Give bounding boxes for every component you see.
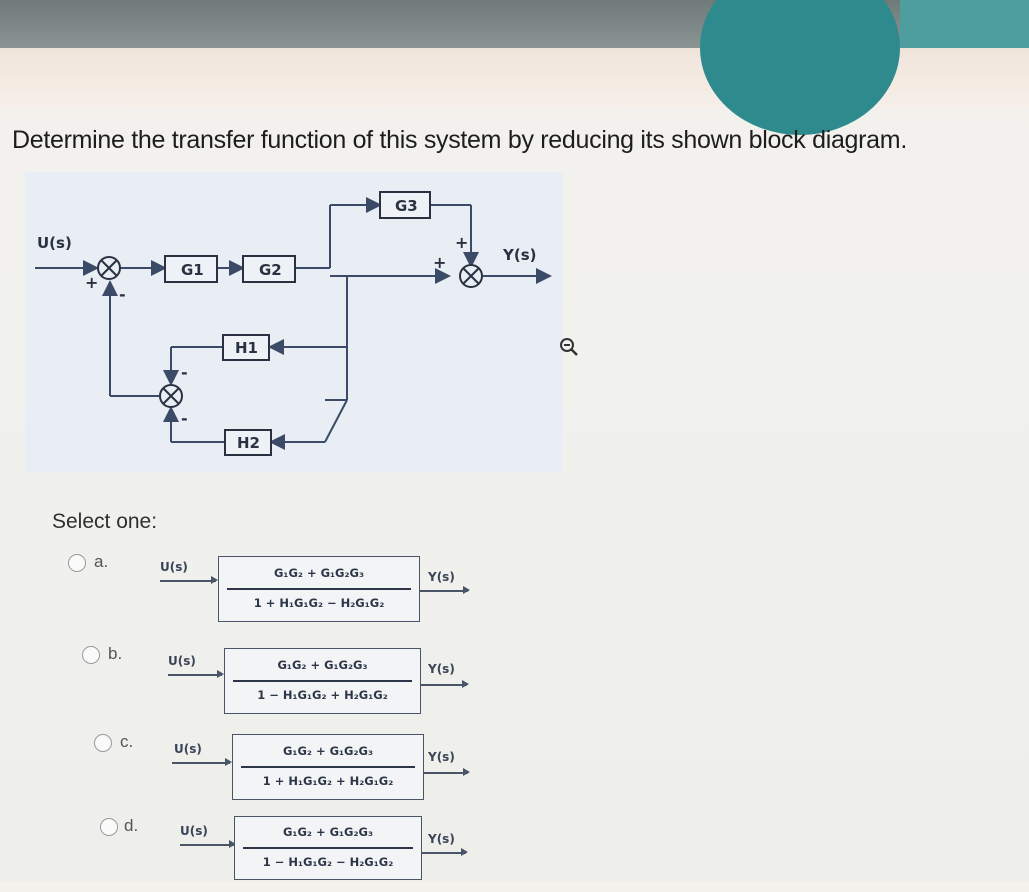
tf-numerator: G₁G₂ + G₁G₂G₃ bbox=[273, 566, 365, 580]
radio-b[interactable] bbox=[82, 646, 100, 664]
tf-numerator: G₁G₂ + G₁G₂G₃ bbox=[282, 825, 374, 839]
input-label: U(s) bbox=[37, 234, 72, 252]
fraction-bar bbox=[227, 588, 411, 590]
tf-input-label: U(s) bbox=[160, 560, 188, 574]
tf-numerator: G₁G₂ + G₁G₂G₃ bbox=[282, 744, 374, 758]
block-g1 bbox=[164, 255, 218, 283]
summing-junction-1 bbox=[97, 256, 121, 280]
transfer-function-box: G₁G₂ + G₁G₂G₃ 1 + H₁G₁G₂ − H₂G₁G₂ bbox=[218, 556, 420, 622]
sign-plus-1: + bbox=[85, 273, 98, 292]
tf-input-label: U(s) bbox=[168, 654, 196, 668]
tf-denominator: 1 + H₁G₁G₂ − H₂G₁G₂ bbox=[253, 596, 385, 610]
output-arrow bbox=[421, 681, 469, 687]
input-arrow bbox=[172, 759, 232, 765]
input-arrow bbox=[160, 577, 218, 583]
tf-output-label: Y(s) bbox=[428, 750, 455, 764]
g3-label: G3 bbox=[395, 197, 418, 215]
question-text: Determine the transfer function of this … bbox=[12, 126, 907, 154]
tf-numerator: G₁G₂ + G₁G₂G₃ bbox=[277, 658, 368, 672]
tf-denominator: 1 + H₁G₁G₂ + H₂G₁G₂ bbox=[262, 774, 394, 788]
tf-output-label: Y(s) bbox=[428, 662, 455, 676]
block-diagram: U(s) Y(s) G1 G2 G3 H1 H2 + - + + - - bbox=[25, 172, 563, 472]
option-d[interactable]: d. U(s) G₁G₂ + G₁G₂G₃ 1 − H₁G₁G₂ − H₂G₁G… bbox=[100, 812, 600, 892]
block-g3 bbox=[379, 191, 431, 219]
h1-label: H1 bbox=[235, 339, 258, 357]
option-letter: d. bbox=[124, 816, 139, 835]
option-c[interactable]: c. U(s) G₁G₂ + G₁G₂G₃ 1 + H₁G₁G₂ + H₂G₁G… bbox=[94, 728, 594, 808]
background-circle bbox=[700, 0, 900, 135]
radio-a[interactable] bbox=[68, 554, 86, 572]
g2-label: G2 bbox=[259, 261, 282, 279]
fraction-bar bbox=[241, 766, 415, 768]
block-g2 bbox=[242, 255, 296, 283]
fraction-bar bbox=[233, 680, 412, 682]
background-decoration bbox=[900, 0, 1029, 55]
h2-label: H2 bbox=[237, 434, 260, 452]
tf-input-label: U(s) bbox=[174, 742, 202, 756]
transfer-function-box: G₁G₂ + G₁G₂G₃ 1 + H₁G₁G₂ + H₂G₁G₂ bbox=[232, 734, 424, 800]
output-arrow bbox=[424, 769, 470, 775]
select-one-label: Select one: bbox=[52, 510, 158, 533]
tf-denominator: 1 − H₁G₁G₂ − H₂G₁G₂ bbox=[262, 855, 394, 869]
transfer-function-box: G₁G₂ + G₁G₂G₃ 1 − H₁G₁G₂ − H₂G₁G₂ bbox=[234, 816, 422, 880]
input-arrow bbox=[168, 671, 224, 677]
option-letter: b. bbox=[108, 644, 123, 663]
radio-d[interactable] bbox=[100, 818, 118, 836]
tf-output-label: Y(s) bbox=[428, 570, 455, 584]
output-arrow bbox=[422, 849, 468, 855]
block-h2 bbox=[224, 429, 272, 456]
block-h1 bbox=[222, 334, 270, 361]
option-b[interactable]: b. U(s) G₁G₂ + G₁G₂G₃ 1 − H₁G₁G₂ + H₂G₁G… bbox=[82, 640, 582, 720]
sign-plus-3: + bbox=[433, 253, 446, 272]
option-letter: c. bbox=[120, 732, 134, 751]
output-arrow bbox=[420, 587, 470, 593]
sign-minus-3: - bbox=[181, 409, 188, 428]
sign-plus-2: + bbox=[455, 233, 468, 252]
option-letter: a. bbox=[94, 552, 109, 571]
input-arrow bbox=[180, 841, 236, 847]
transfer-function-box: G₁G₂ + G₁G₂G₃ 1 − H₁G₁G₂ + H₂G₁G₂ bbox=[224, 648, 421, 714]
g1-label: G1 bbox=[181, 261, 204, 279]
tf-input-label: U(s) bbox=[180, 824, 208, 838]
zoom-out-icon[interactable] bbox=[558, 336, 580, 358]
summing-junction-2 bbox=[459, 264, 483, 288]
option-a[interactable]: a. U(s) G₁G₂ + G₁G₂G₃ 1 + H₁G₁G₂ − H₂G₁G… bbox=[68, 548, 568, 628]
fraction-bar bbox=[243, 847, 413, 849]
sign-minus-1: - bbox=[119, 285, 126, 304]
sign-minus-2: - bbox=[181, 363, 188, 382]
tf-output-label: Y(s) bbox=[428, 832, 455, 846]
summing-junction-3 bbox=[159, 384, 183, 408]
radio-c[interactable] bbox=[94, 734, 112, 752]
tf-denominator: 1 − H₁G₁G₂ + H₂G₁G₂ bbox=[257, 688, 388, 702]
output-label: Y(s) bbox=[502, 246, 537, 264]
